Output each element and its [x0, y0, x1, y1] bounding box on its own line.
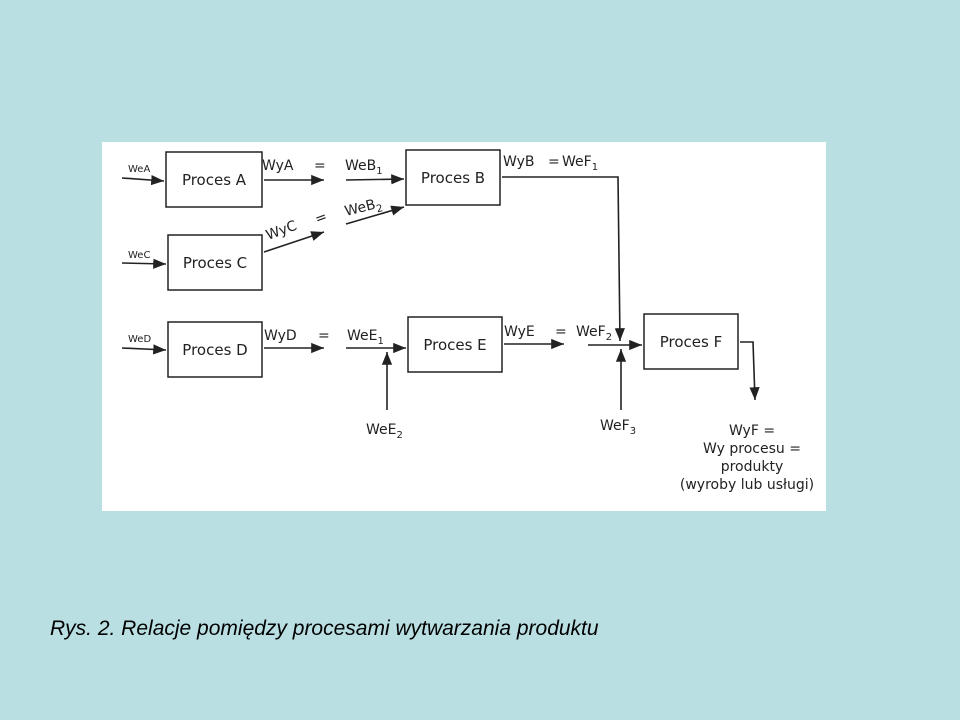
wec-label: WeC [128, 250, 150, 261]
process-c-box [167, 234, 263, 291]
web2-arrow [345, 205, 405, 225]
process-d-label: Proces D [182, 341, 247, 359]
process-b-box [405, 149, 501, 206]
wyb-arrow [502, 176, 625, 342]
wyd-equals: = [318, 328, 330, 344]
process-b-label: Proces B [421, 169, 485, 187]
process-d-box [167, 321, 263, 378]
wyc-arrow [263, 231, 325, 253]
process-e-box [407, 316, 503, 373]
wee2-label: WeE2 [366, 422, 403, 441]
wef2-label: WeF2 [576, 324, 612, 343]
wed-label: WeD [128, 334, 151, 345]
wyf-line-3: produkty [721, 459, 784, 475]
process-a-label: Proces A [182, 171, 247, 189]
wye-label: WyE [504, 324, 535, 340]
web1-label: WeB1 [345, 158, 383, 177]
process-a-box [165, 151, 263, 208]
process-diagram: Proces A Proces B Proces C Proces D Proc… [121, 149, 814, 493]
process-f-box [643, 313, 739, 370]
wef3-label: WeF3 [600, 418, 636, 437]
web2-label: WeB2 [343, 195, 384, 223]
wyd-label: WyD [264, 328, 297, 344]
wed-arrow [121, 344, 167, 355]
process-c-label: Proces C [183, 254, 247, 272]
wyb-equals: = [548, 154, 560, 170]
wya-equals: = [314, 158, 326, 174]
process-f-label: Proces F [660, 333, 722, 351]
figure-caption: Rys. 2. Relacje pomiędzy procesami wytwa… [50, 617, 599, 640]
wec-arrow [121, 258, 167, 269]
wea-arrow [121, 174, 165, 186]
wyf-line-1: WyF = [729, 423, 775, 439]
process-e-label: Proces E [423, 336, 486, 354]
wye-equals: = [555, 324, 567, 340]
diagram-panel: Proces A Proces B Proces C Proces D Proc… [102, 142, 826, 511]
wya-label: WyA [262, 158, 294, 174]
web1-arrow [345, 174, 405, 185]
wea-label: WeA [128, 164, 150, 175]
wef1-label: WeF1 [562, 154, 598, 173]
wyf-line-2: Wy procesu = [703, 441, 801, 457]
wyc-equals: = [313, 209, 329, 228]
wyb-label: WyB [503, 154, 535, 170]
wee1-label: WeE1 [347, 328, 384, 347]
wyc-label: WyC [264, 218, 299, 244]
wyf-line-4: (wyroby lub usługi) [680, 477, 814, 493]
wyf-arrow [740, 341, 760, 401]
